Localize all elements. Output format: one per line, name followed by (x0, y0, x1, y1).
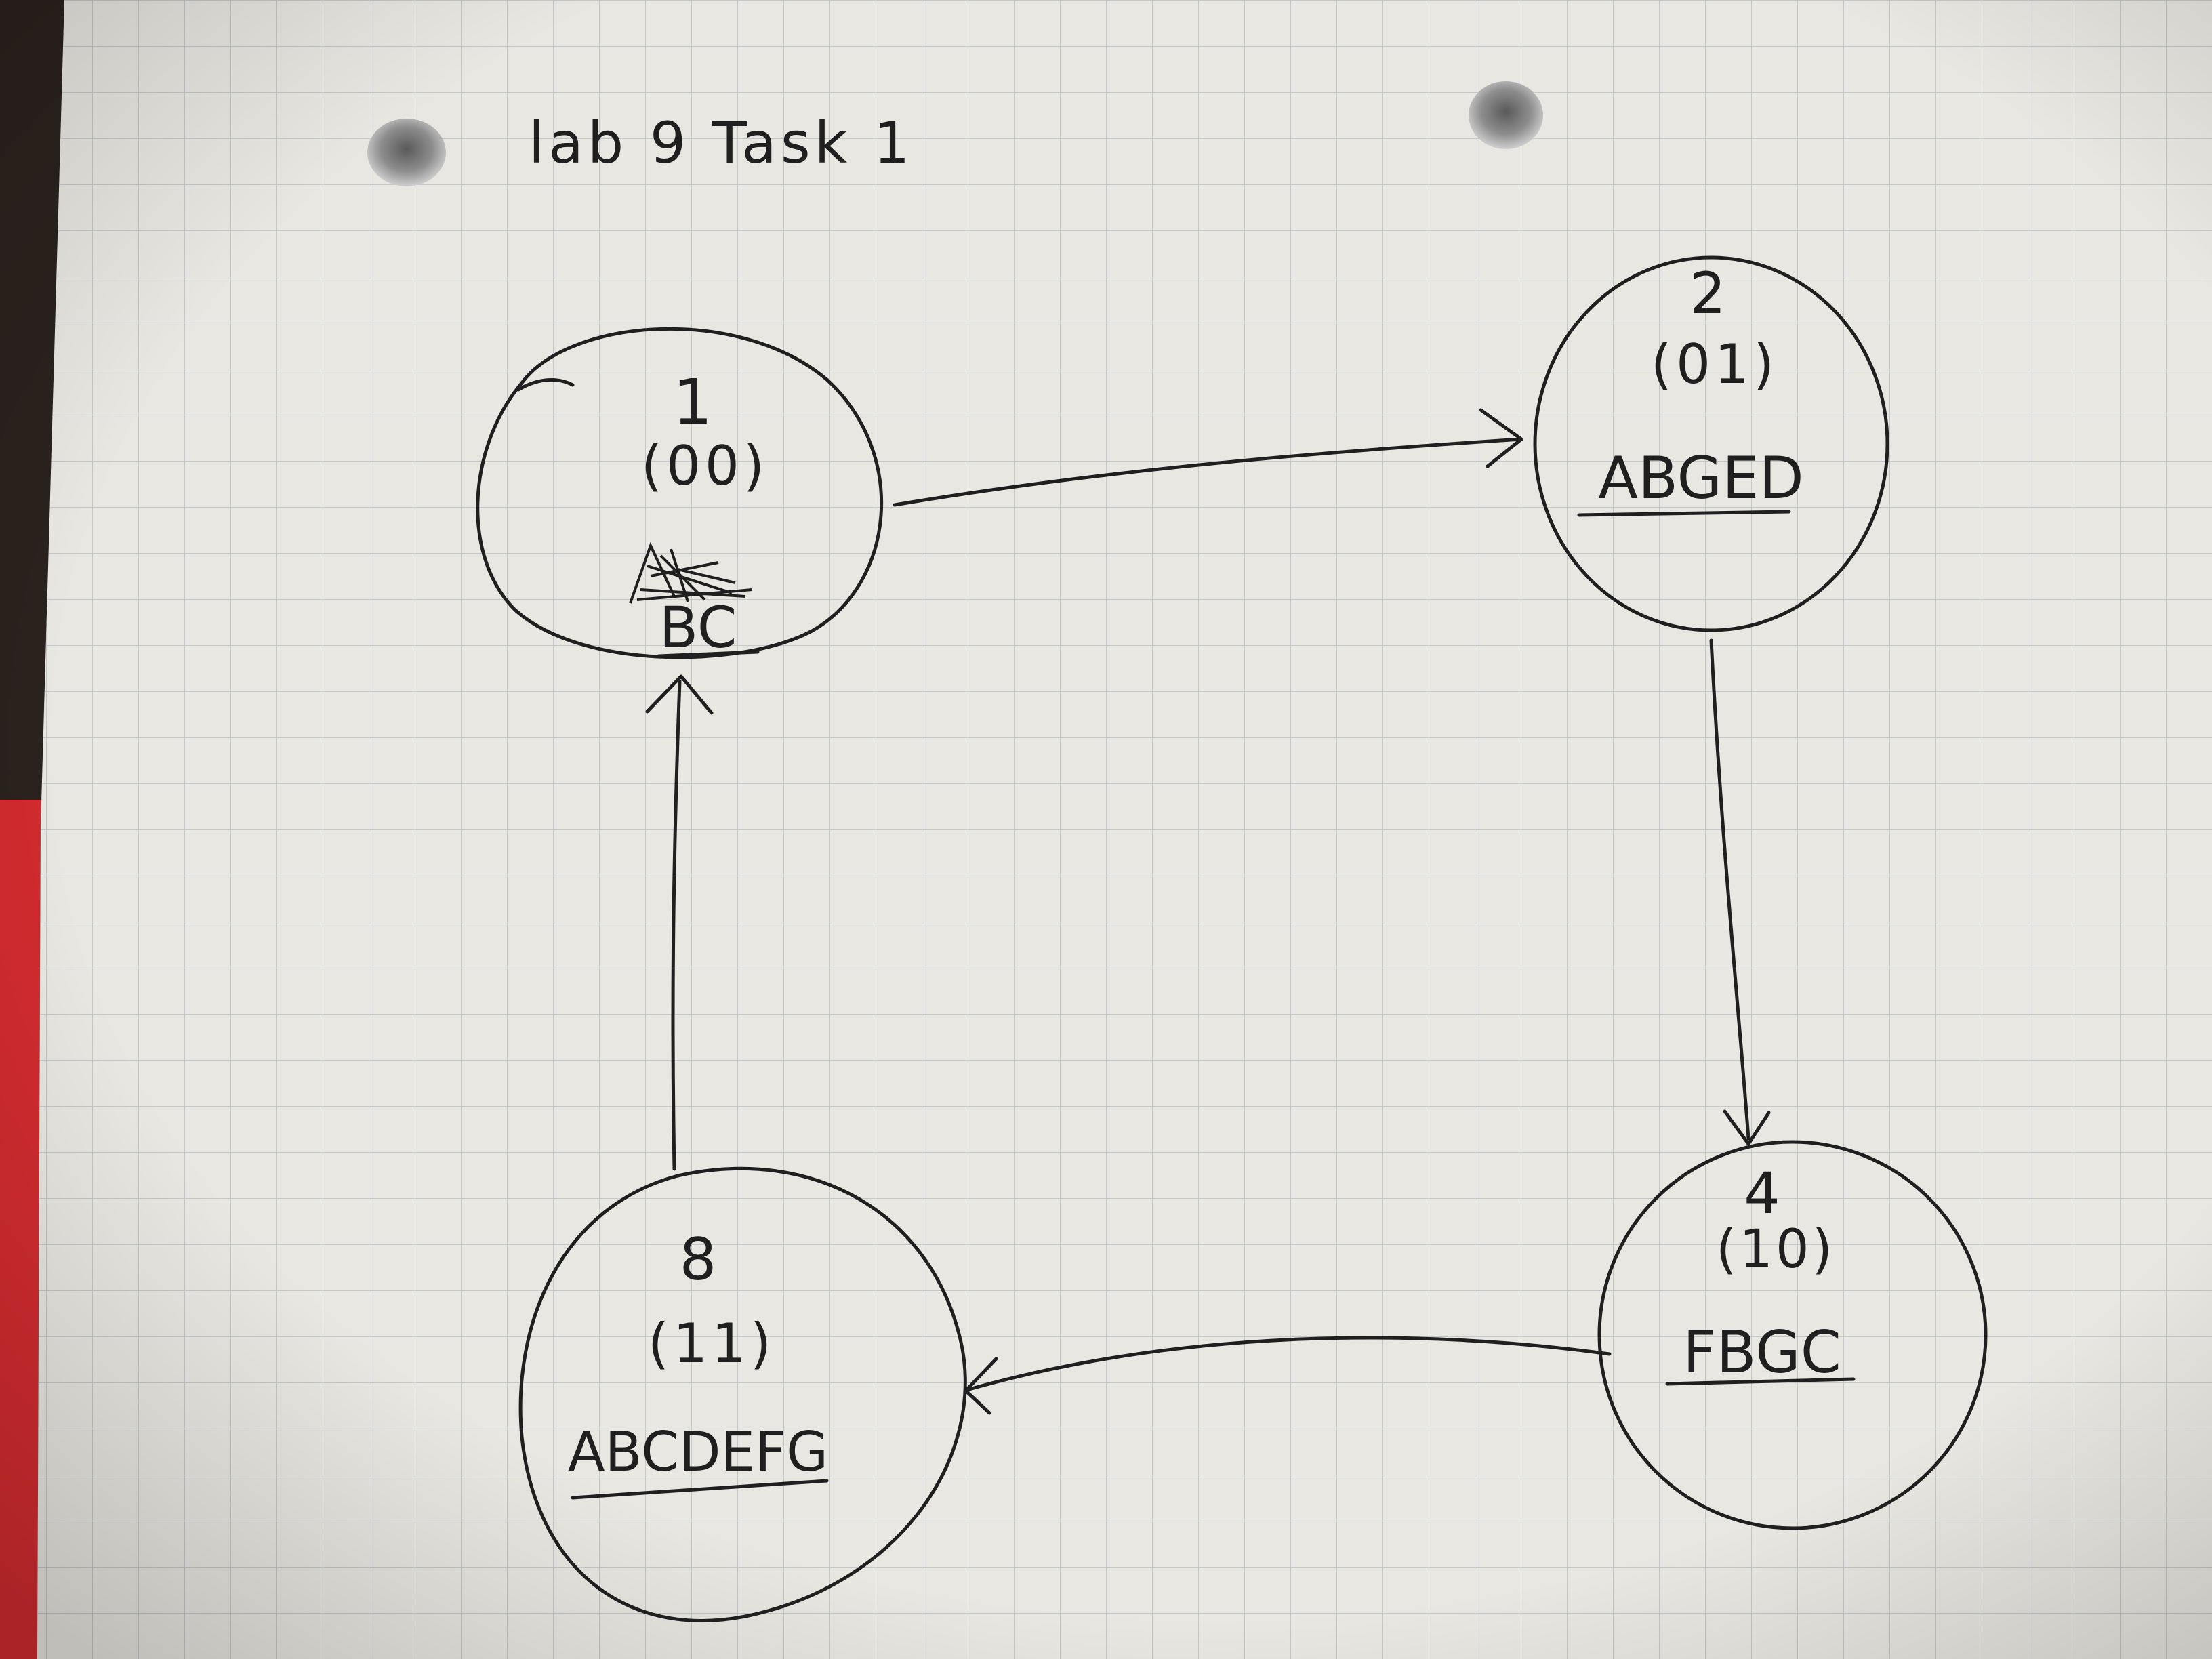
arrowhead-8-to-1 (645, 674, 714, 715)
state-4-code: (10) (1716, 1219, 1835, 1280)
state-circle-4 (1597, 1140, 1988, 1530)
arrow-1-to-2 (893, 437, 1523, 507)
state-8-underline (571, 1479, 829, 1500)
state-4-number: 4 (1744, 1160, 1780, 1227)
state-circle-1 (476, 327, 883, 659)
state-8-code: (11) (648, 1312, 775, 1375)
state-8-number: 8 (680, 1226, 717, 1294)
state-1-number: 1 (673, 366, 713, 438)
punch-hole-right (1469, 81, 1543, 149)
state-2-outputs: ABGED (1598, 445, 1804, 512)
arrow-4-to-8 (967, 1336, 1612, 1391)
page-title: lab 9 Task 1 (529, 110, 914, 176)
state-2-underline (1577, 510, 1791, 517)
arrowhead-1-to-2 (1479, 408, 1523, 468)
state-1-outputs: BC (659, 594, 737, 661)
crossed-out-scribble (629, 541, 753, 604)
state-circle-2 (1533, 255, 1889, 632)
arrowhead-4-to-8 (964, 1357, 998, 1415)
state-4-underline (1665, 1377, 1856, 1386)
state-circle-8 (518, 1166, 967, 1622)
self-loop-stub (516, 378, 575, 392)
state-2-number: 2 (1689, 260, 1725, 327)
state-8-outputs: ABCDEFG (568, 1420, 828, 1483)
arrowhead-2-to-4 (1723, 1109, 1771, 1146)
punch-hole-left (367, 119, 446, 186)
state-1-code: (00) (641, 434, 769, 497)
arrow-2-to-4 (1709, 638, 1750, 1141)
arrow-8-to-1 (671, 679, 682, 1171)
state-4-outputs: FBGC (1683, 1319, 1841, 1387)
state-2-code: (01) (1651, 333, 1778, 396)
state-1-underline (657, 650, 760, 658)
